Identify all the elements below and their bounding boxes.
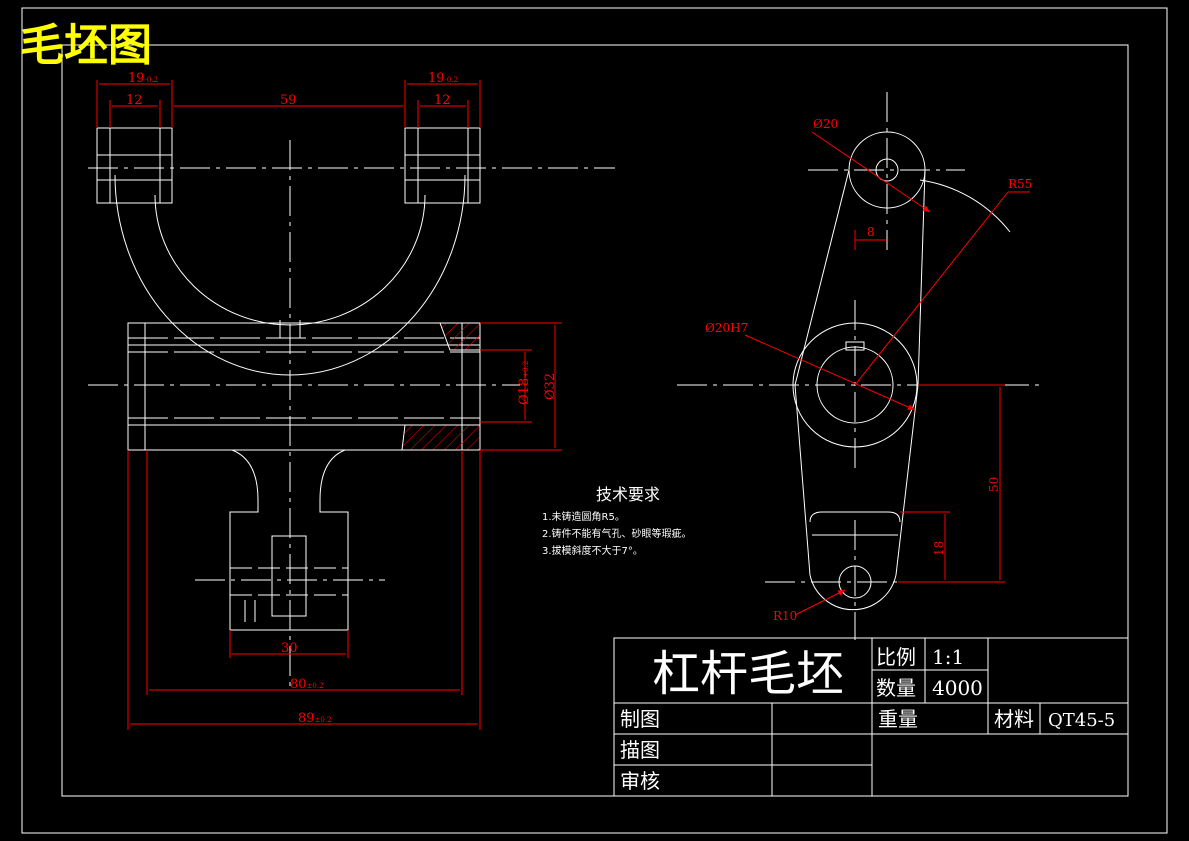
tech-req-title: 技术要求 <box>596 485 660 504</box>
outer-border <box>21 7 1168 834</box>
tech-requirements: 技术要求 1.未铸造圆角R5。 2.铸件不能有气孔、砂眼等瑕疵。 3.拔模斜度不… <box>542 485 692 557</box>
scale-label: 比例 <box>876 645 916 669</box>
dim-left-inner: 12 <box>126 93 143 108</box>
side-dim-labels: Ø20 R55 8 Ø20H7 50 18 R10 <box>705 117 1032 623</box>
dim-height-18: 18 <box>932 541 946 556</box>
dim-right-inner: 12 <box>434 93 451 108</box>
dim-center-bore: Ø20H7 <box>705 321 748 335</box>
traced-label: 描图 <box>620 738 660 762</box>
title-block <box>613 637 1129 797</box>
qty-value: 4000 <box>932 676 983 700</box>
front-view <box>88 127 615 690</box>
dim-height-50: 50 <box>987 477 1001 492</box>
sheet-title: 毛坯图 <box>20 20 152 71</box>
side-view <box>677 92 1040 640</box>
material-label: 材料 <box>994 707 1034 731</box>
dim-boss: Ø32 <box>543 373 558 400</box>
tech-req-item-2: 2.铸件不能有气孔、砂眼等瑕疵。 <box>542 527 692 540</box>
part-name: 杠杆毛坯 <box>652 646 844 702</box>
dim-stem: 30 <box>281 641 298 656</box>
qty-label: 数量 <box>876 676 916 700</box>
dim-span: 59 <box>280 93 297 108</box>
dim-right-fork: 19-0.2 <box>428 71 458 86</box>
dim-top-hole: Ø20 <box>813 117 838 131</box>
side-dimensions <box>744 131 1030 616</box>
title-block-text: 杠杆毛坯 比例 1:1 数量 4000 制图 重量 材料 QT45-5 描图 审… <box>620 645 1115 793</box>
inner-border <box>61 44 1129 797</box>
front-dim-labels: 19-0.2 12 59 19-0.2 12 Ø18+0.2 Ø32 30 80… <box>126 71 558 726</box>
tech-req-item-1: 1.未铸造圆角R5。 <box>542 510 625 523</box>
weight-label: 重量 <box>878 707 918 731</box>
material-value: QT45-5 <box>1048 710 1115 731</box>
dim-arc-radius: R55 <box>1008 177 1032 191</box>
dim-body: 80±0.2 <box>290 677 324 692</box>
checked-label: 审核 <box>620 769 660 793</box>
section-hatch-lower <box>401 424 481 451</box>
scale-value: 1:1 <box>932 645 964 669</box>
dim-overall: 89±0.2 <box>298 711 332 726</box>
section-hatch <box>439 322 481 351</box>
front-dimensions <box>96 80 562 730</box>
tech-req-item-3: 3.拔模斜度不大于7°。 <box>542 544 643 557</box>
dim-offset: 8 <box>867 225 875 239</box>
dim-left-fork: 19-0.2 <box>128 71 158 86</box>
dim-bottom-radius: R10 <box>773 609 797 623</box>
drawn-label: 制图 <box>620 707 660 731</box>
dim-bore: Ø18+0.2 <box>517 361 532 405</box>
